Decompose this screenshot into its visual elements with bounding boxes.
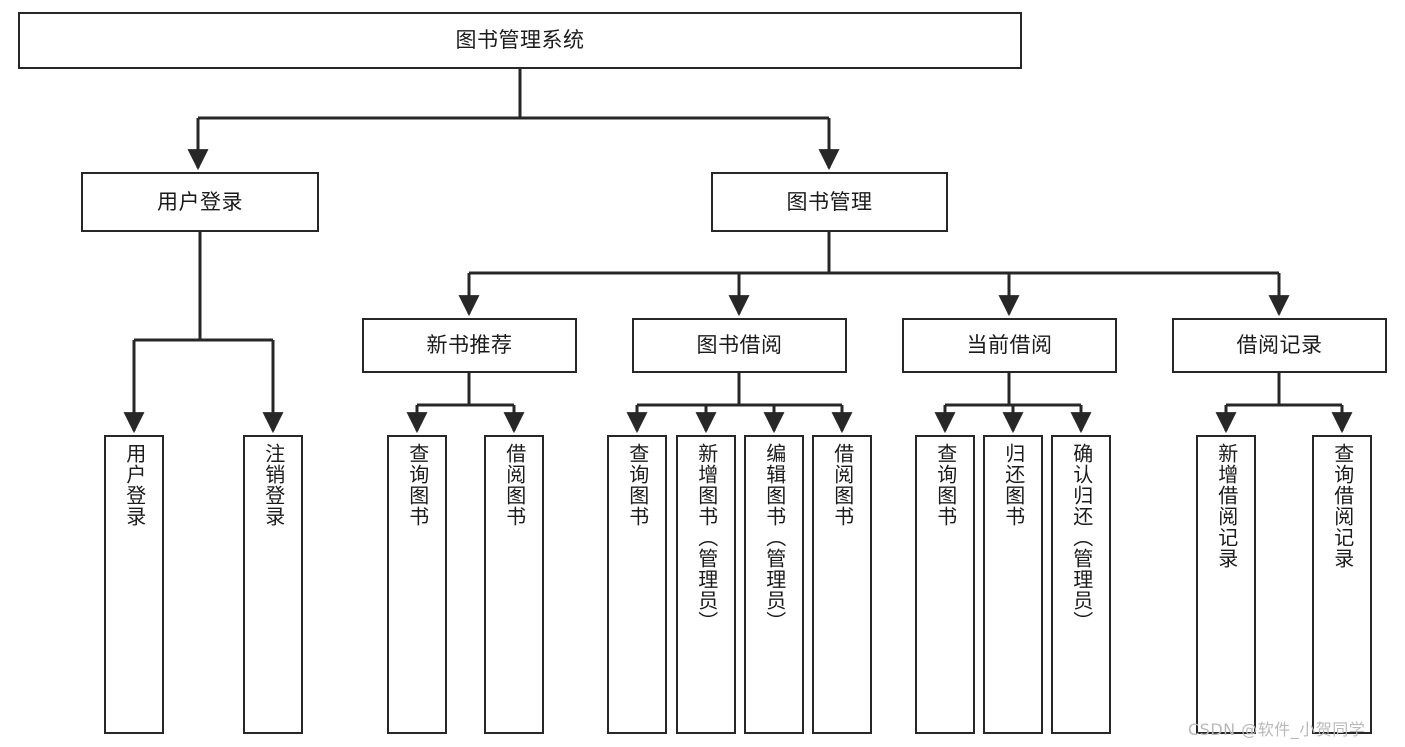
node-book-borrow[interactable]: 图书借阅	[632, 318, 847, 373]
csdn-watermark: CSDN @软件_小贺同学	[1188, 720, 1366, 739]
node-leaf-borrow-book-2[interactable]: 借阅图书	[812, 435, 872, 734]
node-leaf-query-book-1-label: 查询图书	[405, 443, 430, 527]
node-leaf-query-book-3[interactable]: 查询图书	[915, 435, 975, 734]
node-leaf-user-login-label: 用户登录	[122, 443, 147, 527]
node-borrow-record-label: 借阅记录	[1236, 333, 1323, 358]
node-leaf-query-book-1[interactable]: 查询图书	[387, 435, 447, 734]
node-leaf-logout-label: 注销登录	[261, 443, 286, 527]
node-book-borrow-label: 图书借阅	[696, 333, 783, 358]
node-leaf-add-record-label: 新增借阅记录	[1214, 443, 1239, 569]
node-book-manage-label: 图书管理	[786, 189, 873, 214]
node-leaf-borrow-book-2-label: 借阅图书	[830, 443, 855, 527]
node-leaf-query-book-2-label: 查询图书	[625, 443, 650, 527]
node-user-login-label: 用户登录	[157, 189, 243, 214]
node-root-label: 图书管理系统	[455, 28, 585, 53]
node-root[interactable]: 图书管理系统	[18, 12, 1022, 69]
node-leaf-add-book-label: 新增图书（管理员）	[694, 443, 719, 632]
node-leaf-return-book-label: 归还图书	[1001, 443, 1026, 527]
node-borrow-record[interactable]: 借阅记录	[1172, 318, 1387, 373]
node-current-borrow-label: 当前借阅	[966, 333, 1053, 358]
node-leaf-edit-book-label: 编辑图书（管理员）	[762, 443, 787, 632]
node-user-login[interactable]: 用户登录	[81, 172, 319, 232]
node-leaf-query-book-3-label: 查询图书	[933, 443, 958, 527]
node-leaf-add-book[interactable]: 新增图书（管理员）	[676, 435, 736, 734]
node-leaf-query-record[interactable]: 查询借阅记录	[1312, 435, 1372, 734]
node-new-book-recommend-label: 新书推荐	[426, 333, 513, 358]
node-current-borrow[interactable]: 当前借阅	[902, 318, 1117, 373]
node-leaf-confirm-return[interactable]: 确认归还（管理员）	[1051, 435, 1111, 734]
node-leaf-return-book[interactable]: 归还图书	[983, 435, 1043, 734]
node-leaf-borrow-book-1-label: 借阅图书	[502, 443, 527, 527]
node-leaf-query-book-2[interactable]: 查询图书	[607, 435, 667, 734]
node-leaf-user-login[interactable]: 用户登录	[104, 435, 164, 734]
node-leaf-logout[interactable]: 注销登录	[243, 435, 303, 734]
node-leaf-edit-book[interactable]: 编辑图书（管理员）	[744, 435, 804, 734]
node-leaf-query-record-label: 查询借阅记录	[1330, 443, 1355, 569]
node-leaf-borrow-book-1[interactable]: 借阅图书	[484, 435, 544, 734]
node-leaf-confirm-return-label: 确认归还（管理员）	[1069, 443, 1094, 632]
node-book-manage[interactable]: 图书管理	[711, 172, 948, 232]
node-new-book-recommend[interactable]: 新书推荐	[362, 318, 577, 373]
node-leaf-add-record[interactable]: 新增借阅记录	[1196, 435, 1256, 734]
